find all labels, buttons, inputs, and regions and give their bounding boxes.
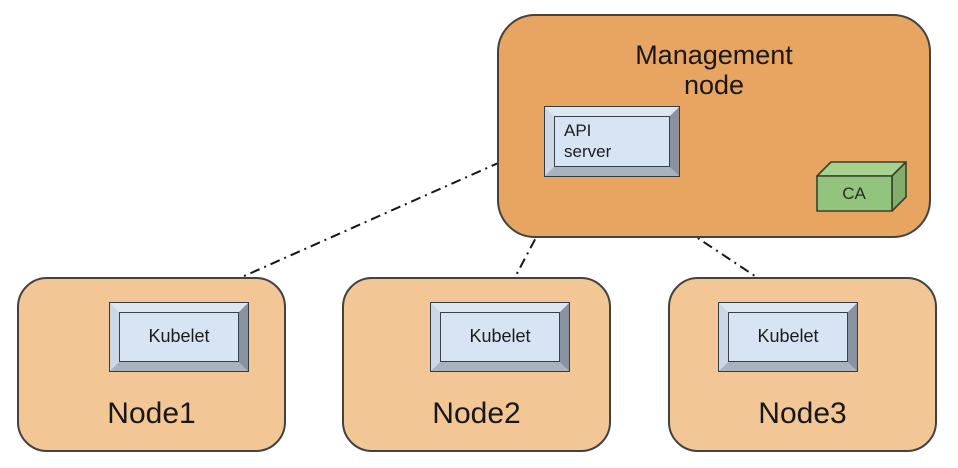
management-node-title: Management node [499,40,929,100]
ca-top-face [816,161,907,177]
kubelet2-label: Kubelet [440,312,560,362]
ca-label: CA [842,184,866,203]
kubelet1-label: Kubelet [119,312,239,362]
management-node-title-line1: Management [635,40,793,70]
api-server-label-line2: server [564,141,612,161]
kubelet1-bevel: Kubelet [110,303,248,371]
node3-label: Node3 [758,397,847,430]
management-node-title-line2: node [683,70,745,101]
ca-front-face [816,175,893,212]
kubelet-box-node3: Kubelet [718,302,858,372]
ca-box: CA [816,161,907,212]
kubelet-box-node2: Kubelet [430,302,570,372]
kubelet3-bevel: Kubelet [719,303,857,371]
api-server-face: API server [554,116,670,167]
api-server-label-line1: API [564,121,592,141]
kubelet3-label: Kubelet [728,312,848,362]
kubelet2-bevel: Kubelet [431,303,569,371]
api-server-box: API server [544,106,680,177]
api-server-bevel: API server [545,107,679,176]
node1-label: Node1 [107,397,196,430]
kubelet-box-node1: Kubelet [109,302,249,372]
node2-label: Node2 [432,397,521,430]
